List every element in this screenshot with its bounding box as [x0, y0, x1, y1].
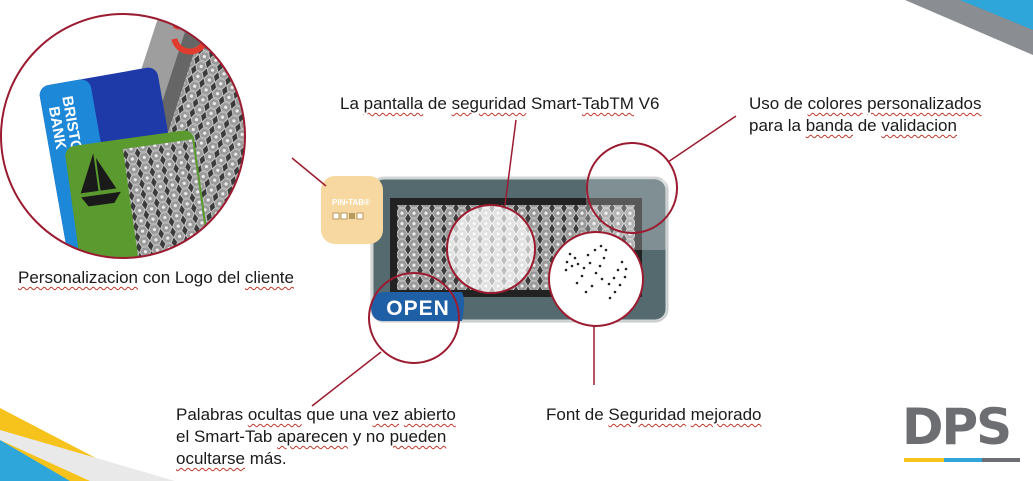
callout-security-screen: La pantalla de seguridad Smart-TabTM V6 — [340, 94, 660, 113]
pin-tab-badge — [321, 176, 383, 244]
open-band — [371, 292, 464, 321]
validation-magnifier — [586, 142, 678, 234]
dps-logo: DPS — [902, 398, 1032, 463]
logo-stripe-yellow — [904, 458, 944, 462]
callout-security-font: Font de Seguridad mejorado — [546, 405, 762, 424]
open-magnifier — [368, 272, 460, 364]
dps-logo-text: DPS — [902, 398, 1012, 456]
callout-hidden-words: Palabras ocultas que una vez abierto el … — [176, 405, 456, 468]
corner-stripes-bottom-left — [0, 408, 175, 481]
font-magnifier — [548, 231, 644, 327]
callout-custom-colors: Uso de colores personalizados para la ba… — [749, 94, 982, 135]
logo-magnifier: BRISTOL BANK — [0, 13, 246, 259]
logo-stripe-gray — [982, 458, 1020, 462]
corner-stripes-top-right — [905, 0, 1033, 55]
connector-lines — [291, 115, 737, 407]
logo-stripe-blue — [944, 458, 982, 462]
badge-text: PIN•TAB® — [332, 198, 370, 207]
callout-client-logo: Personalizacion con Logo del cliente — [18, 268, 294, 287]
screen-magnifier — [446, 204, 536, 294]
open-label: OPEN — [386, 297, 450, 320]
